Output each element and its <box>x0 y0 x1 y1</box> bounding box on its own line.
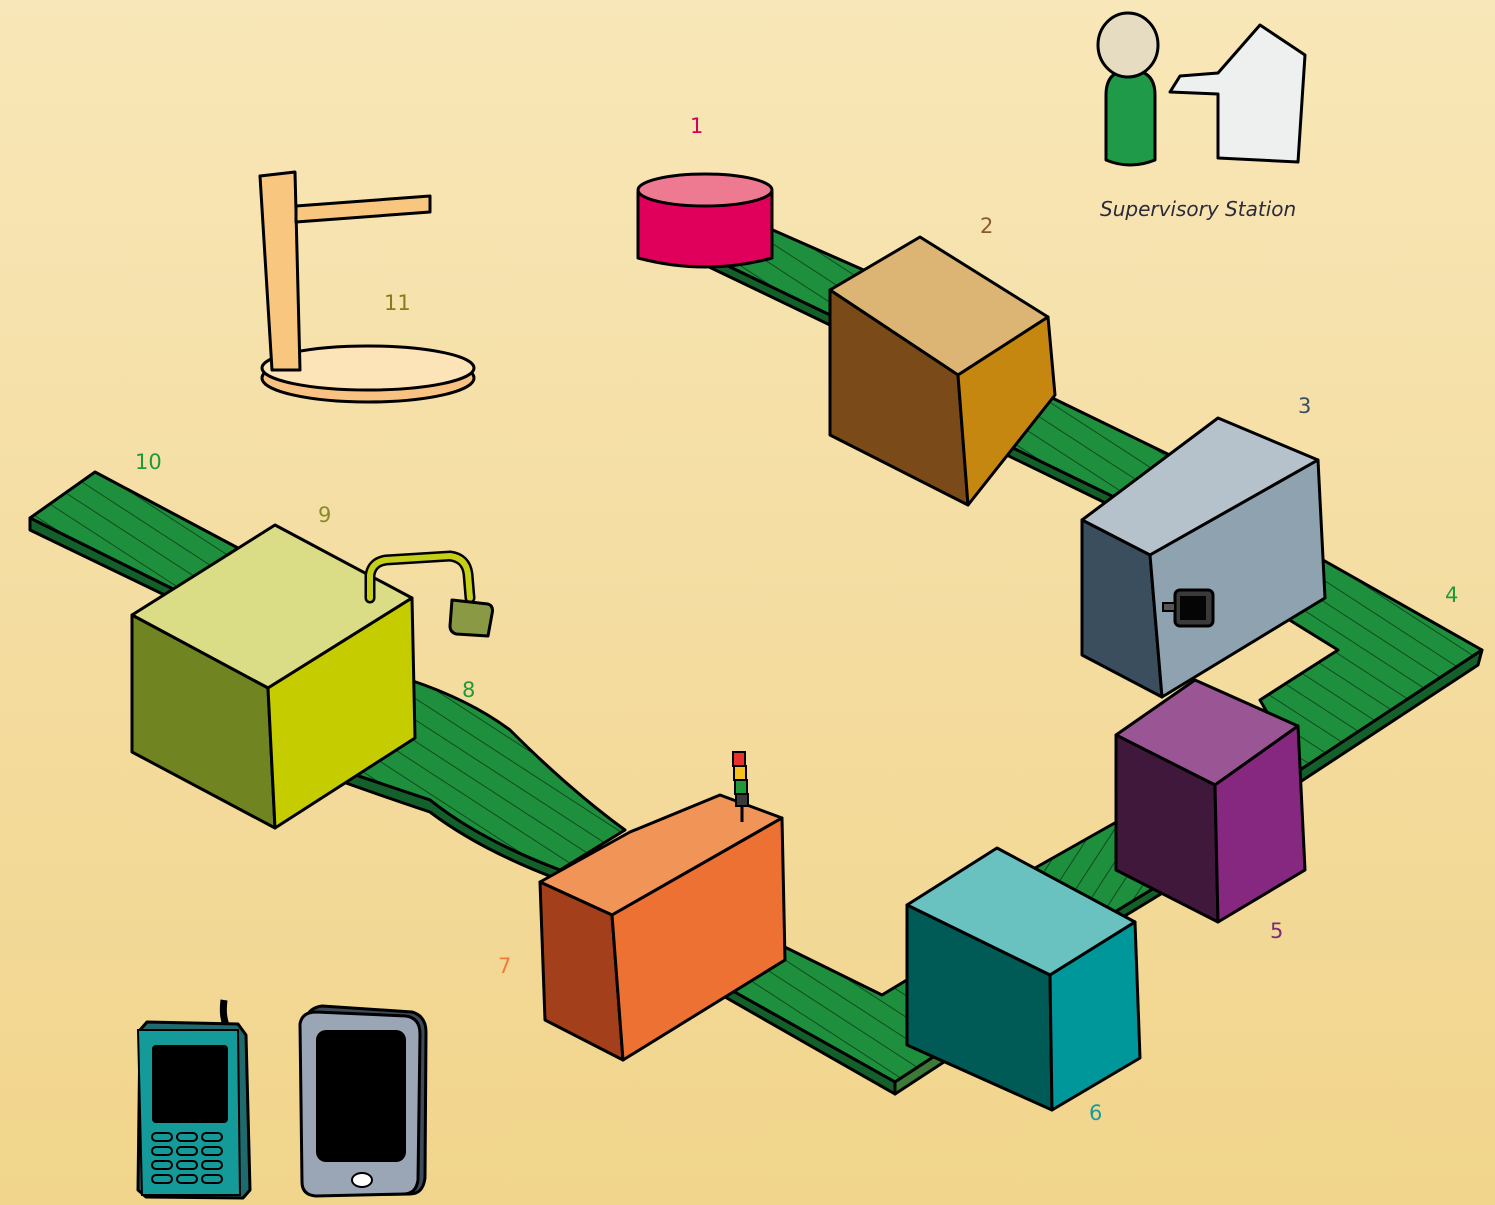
workstation-monitor-icon <box>1168 23 1307 164</box>
station-11-stand <box>258 170 476 404</box>
mobile-phone-icon <box>136 999 252 1200</box>
station-labels: 1 2 3 4 5 6 7 8 9 10 11 <box>135 114 1458 1125</box>
supervisory-station-label: Supervisory Station <box>1100 197 1296 221</box>
station-3-label: 3 <box>1298 394 1311 418</box>
station-5-box <box>1114 678 1307 924</box>
station-2-box <box>828 235 1057 507</box>
station-9-label: 9 <box>318 503 331 527</box>
station-11-label: 11 <box>384 291 411 315</box>
operator-figure-icon <box>1096 11 1160 167</box>
station-9-box <box>130 523 494 830</box>
station-5-label: 5 <box>1270 919 1283 943</box>
station-7-label: 7 <box>498 954 511 978</box>
station-3-box <box>1080 416 1327 699</box>
signal-tower-icon <box>732 751 749 822</box>
control-panel-icon <box>1162 588 1215 628</box>
station-1-cylinder <box>636 172 774 269</box>
station-6-label: 6 <box>1089 1101 1102 1125</box>
station-8-label: 8 <box>462 678 475 702</box>
tablet-device-icon <box>298 1004 428 1198</box>
gripper-arm-icon <box>364 550 494 638</box>
station-6-box <box>905 846 1142 1112</box>
station-2-label: 2 <box>980 214 993 238</box>
supervisory-station: Supervisory Station <box>1096 11 1307 221</box>
station-1-label: 1 <box>690 114 703 138</box>
station-7-box <box>538 751 787 1062</box>
station-4-label: 4 <box>1445 583 1458 607</box>
station-10-label: 10 <box>135 450 162 474</box>
